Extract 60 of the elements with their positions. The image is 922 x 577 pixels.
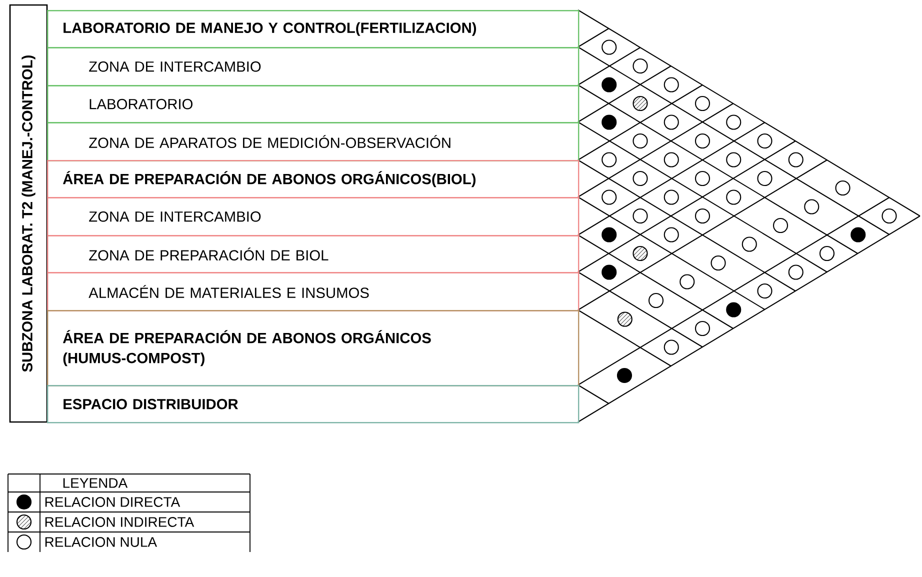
relation-symbol <box>664 77 679 92</box>
relation-symbol <box>726 302 742 318</box>
relation-symbol <box>632 208 648 224</box>
relation-symbol <box>664 152 679 168</box>
zone-row: LABORATORIO <box>47 85 580 124</box>
relation-symbol <box>602 264 617 280</box>
relation-symbol <box>850 227 866 242</box>
zone-row: ÁREA DE PREPARACIÓN DE ABONOS ORGÁNICOS(BIOL) <box>47 160 580 198</box>
zone-row: ZONA DE INTERCAMBIO <box>47 197 580 236</box>
relation-symbol <box>694 133 710 149</box>
legend-label: RELACION INDIRECTA <box>45 517 194 527</box>
relation-symbol <box>788 152 804 168</box>
relation-symbol <box>772 218 788 234</box>
subzone-band: SUBZONA LABORAT. T2 (MANEJ.-CONTROL) <box>9 4 48 423</box>
zone-row: ZONA DE APARATOS DE MEDICIÓN-OBSERVACIÓN <box>47 122 580 162</box>
relation-symbol <box>602 40 617 55</box>
relation-symbol <box>632 170 648 186</box>
zone-row: ZONA DE PREPARACIÓN DE BIOL <box>47 235 580 274</box>
relation-symbol <box>726 114 742 130</box>
relation-symbol <box>632 133 648 149</box>
zone-row: ÁREA DE PREPARACIÓN DE ABONOS ORGÁNICOS (HUMUS-COMPOST) <box>47 310 580 386</box>
relation-symbol <box>882 208 897 224</box>
relation-symbol <box>680 274 695 290</box>
relation-symbol <box>602 190 617 205</box>
relation-symbol <box>632 58 648 74</box>
relation-symbol <box>694 320 710 336</box>
relation-symbol <box>632 96 648 112</box>
relation-symbol <box>694 208 710 224</box>
zone-row: ZONA DE INTERCAMBIO <box>47 47 580 86</box>
relation-symbol <box>804 199 820 214</box>
relation-symbol <box>602 227 617 242</box>
relation-symbol <box>710 255 726 271</box>
relation-symbol <box>819 246 835 262</box>
relation-symbol <box>664 190 679 205</box>
relation-symbol <box>757 133 772 149</box>
legend-label: RELACION DIRECTA <box>45 497 180 507</box>
relation-symbol <box>742 236 757 252</box>
zone-row: LABORATORIO DE MANEJO Y CONTROL(FERTILIZACION) <box>47 10 580 48</box>
relation-symbol <box>664 227 679 242</box>
relation-symbol <box>602 152 617 168</box>
legend-label: RELACION NULA <box>45 537 158 547</box>
relation-symbol <box>664 114 679 130</box>
relation-symbol <box>726 152 742 168</box>
relation-symbol <box>664 340 679 355</box>
relation-symbol <box>602 77 617 92</box>
relation-symbol <box>648 292 664 308</box>
relation-symbol <box>632 246 648 262</box>
zone-row: ESPACIO DISTRIBUIDOR <box>47 385 580 424</box>
relation-symbol <box>602 114 617 130</box>
zone-row: ALMACÉN DE MATERIALES E INSUMOS <box>47 272 580 312</box>
relation-symbol <box>617 312 632 327</box>
relation-symbol <box>788 264 804 280</box>
relation-symbol <box>694 170 710 186</box>
relation-symbol <box>757 283 772 299</box>
relation-symbol <box>757 170 772 186</box>
legend-title: LEYENDA <box>63 478 128 488</box>
relation-symbol <box>616 368 632 384</box>
relation-symbol <box>726 190 742 205</box>
relation-symbol <box>694 96 710 112</box>
relation-symbol <box>835 180 850 196</box>
